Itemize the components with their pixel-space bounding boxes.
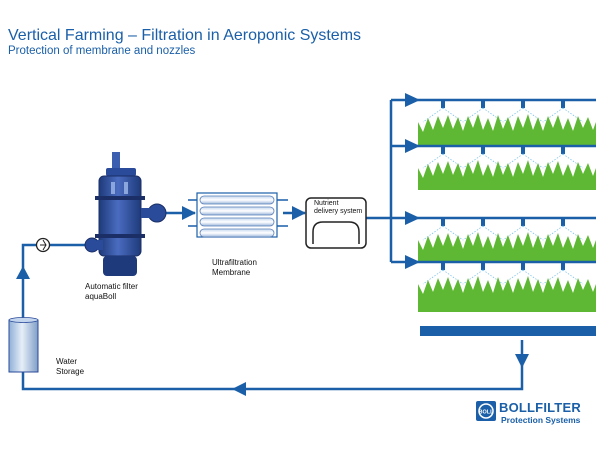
nutrient-label: Nutrient delivery system [314, 200, 363, 215]
collection-tray [420, 326, 596, 336]
storage-label: Water Storage [56, 357, 85, 376]
pump-valve-icon [35, 237, 51, 253]
filter-label: Automatic filter aquaBoll [85, 282, 138, 301]
grow-level-1 [412, 98, 596, 145]
automatic-filter-icon [84, 152, 167, 276]
grow-level-2 [412, 144, 596, 190]
grow-level-4 [412, 260, 596, 312]
ultrafiltration-membrane-icon [188, 192, 288, 238]
grow-level-3 [412, 216, 596, 261]
arrow-down-return-icon [515, 354, 529, 368]
water-storage-tank-icon [8, 317, 39, 373]
brand-name: BOLLFILTER [499, 400, 581, 415]
return-pipe [21, 340, 524, 391]
distribution-branches [391, 98, 412, 264]
brand-tagline: Protection Systems [501, 415, 581, 425]
nutrient-delivery-box [305, 197, 367, 249]
membrane-label: Ultrafiltration Membrane [212, 258, 257, 277]
main-loop-pipe [21, 243, 95, 320]
arrow-left-return-icon [232, 382, 246, 396]
arrow-up-loop-icon [16, 266, 30, 279]
svg-text:BOLL: BOLL [479, 410, 495, 416]
arrow-right-to-nutrient-icon [292, 206, 306, 220]
bollfilter-logo-icon: BOLL [476, 401, 496, 421]
arrow-right-to-membrane-icon [182, 206, 196, 220]
page-title: Vertical Farming – Filtration in Aeropon… [8, 27, 362, 44]
page-subtitle: Protection of membrane and nozzles [8, 45, 196, 57]
